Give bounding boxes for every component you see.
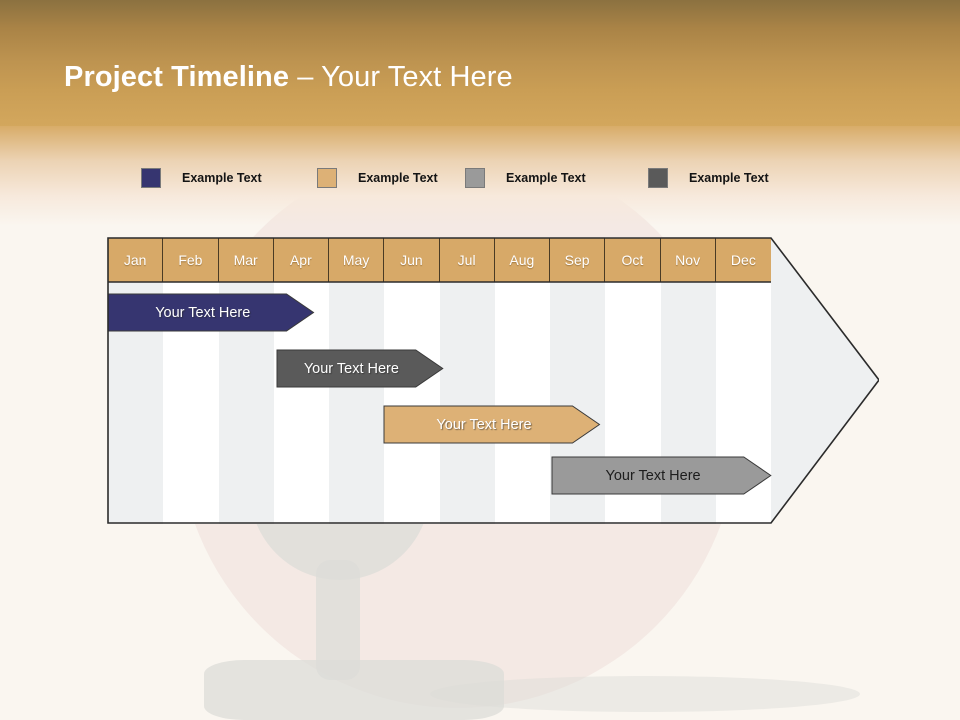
task-bar-1[interactable]: Your Text Here <box>107 293 315 332</box>
legend-swatch-4 <box>648 168 668 188</box>
page-title: Project Timeline – Your Text Here <box>64 60 513 94</box>
legend: Example Text Example Text Example Text Exam… <box>0 166 960 200</box>
watermark-shadow-ellipse <box>430 676 860 712</box>
legend-label-4: Example Text <box>689 171 769 185</box>
legend-item-4[interactable]: Example Text <box>648 166 769 190</box>
legend-label-1: Example Text <box>182 171 262 185</box>
legend-item-1[interactable]: Example Text <box>141 166 262 190</box>
task-bar-shape-3 <box>383 405 601 444</box>
task-bar-3[interactable]: Your Text Here <box>383 405 601 444</box>
header-band <box>0 0 960 126</box>
legend-swatch-3 <box>465 168 485 188</box>
task-bar-shape-2 <box>276 349 444 388</box>
legend-item-3[interactable]: Example Text <box>465 166 586 190</box>
task-bar-shape-1 <box>107 293 315 332</box>
legend-label-2: Example Text <box>358 171 438 185</box>
task-bar-shape-4 <box>551 456 772 495</box>
legend-label-3: Example Text <box>506 171 586 185</box>
legend-swatch-2 <box>317 168 337 188</box>
legend-swatch-1 <box>141 168 161 188</box>
watermark-chess-piece-stem <box>316 560 360 680</box>
page-title-regular: – Your Text Here <box>289 61 513 93</box>
page-title-bold: Project Timeline <box>64 61 290 93</box>
task-bar-2[interactable]: Your Text Here <box>276 349 444 388</box>
task-bar-4[interactable]: Your Text Here <box>551 456 772 495</box>
legend-item-2[interactable]: Example Text <box>317 166 438 190</box>
